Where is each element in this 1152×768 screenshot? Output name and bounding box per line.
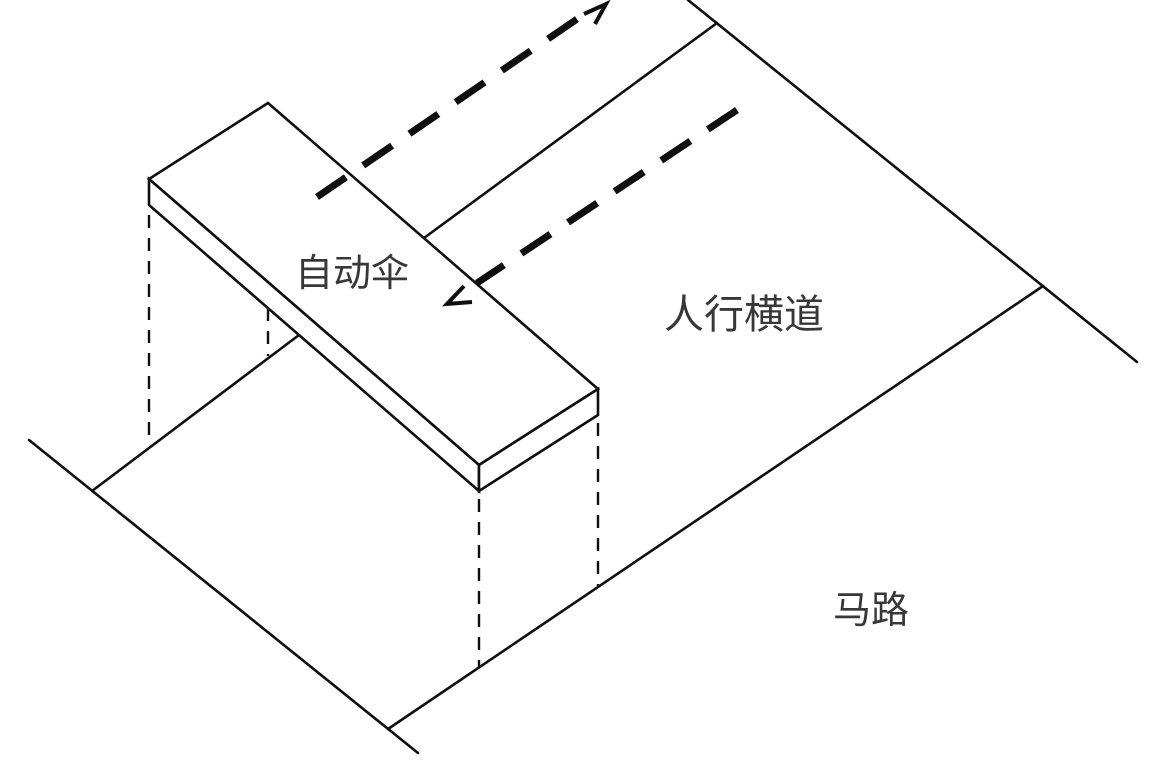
road-near-edge — [27, 438, 420, 755]
canopy-slab — [146, 101, 601, 494]
crosswalk-right-edge — [386, 284, 1045, 731]
crossing-arrow-southwest-head-icon — [441, 284, 473, 307]
crosswalk-label: 人行横道 — [664, 292, 824, 338]
crosswalk-left-edge-lower — [90, 333, 301, 493]
pedestrian-flow-arrows — [315, 0, 739, 307]
crossing-arrow-southwest-shaft — [475, 107, 739, 286]
canopy-end-face — [477, 386, 600, 494]
canopy-label: 自动伞 — [295, 251, 409, 295]
road-and-crosswalk-lines — [27, 0, 1139, 755]
crosswalk-left-edge-upper — [422, 21, 719, 240]
crossing-arrow-northeast-shaft — [315, 14, 582, 200]
road-far-edge — [686, 0, 1139, 364]
road-label: 马路 — [833, 588, 909, 632]
crossing-arrow-northeast-head-icon — [583, 0, 611, 25]
support-leg-dashed-lines — [147, 215, 600, 667]
